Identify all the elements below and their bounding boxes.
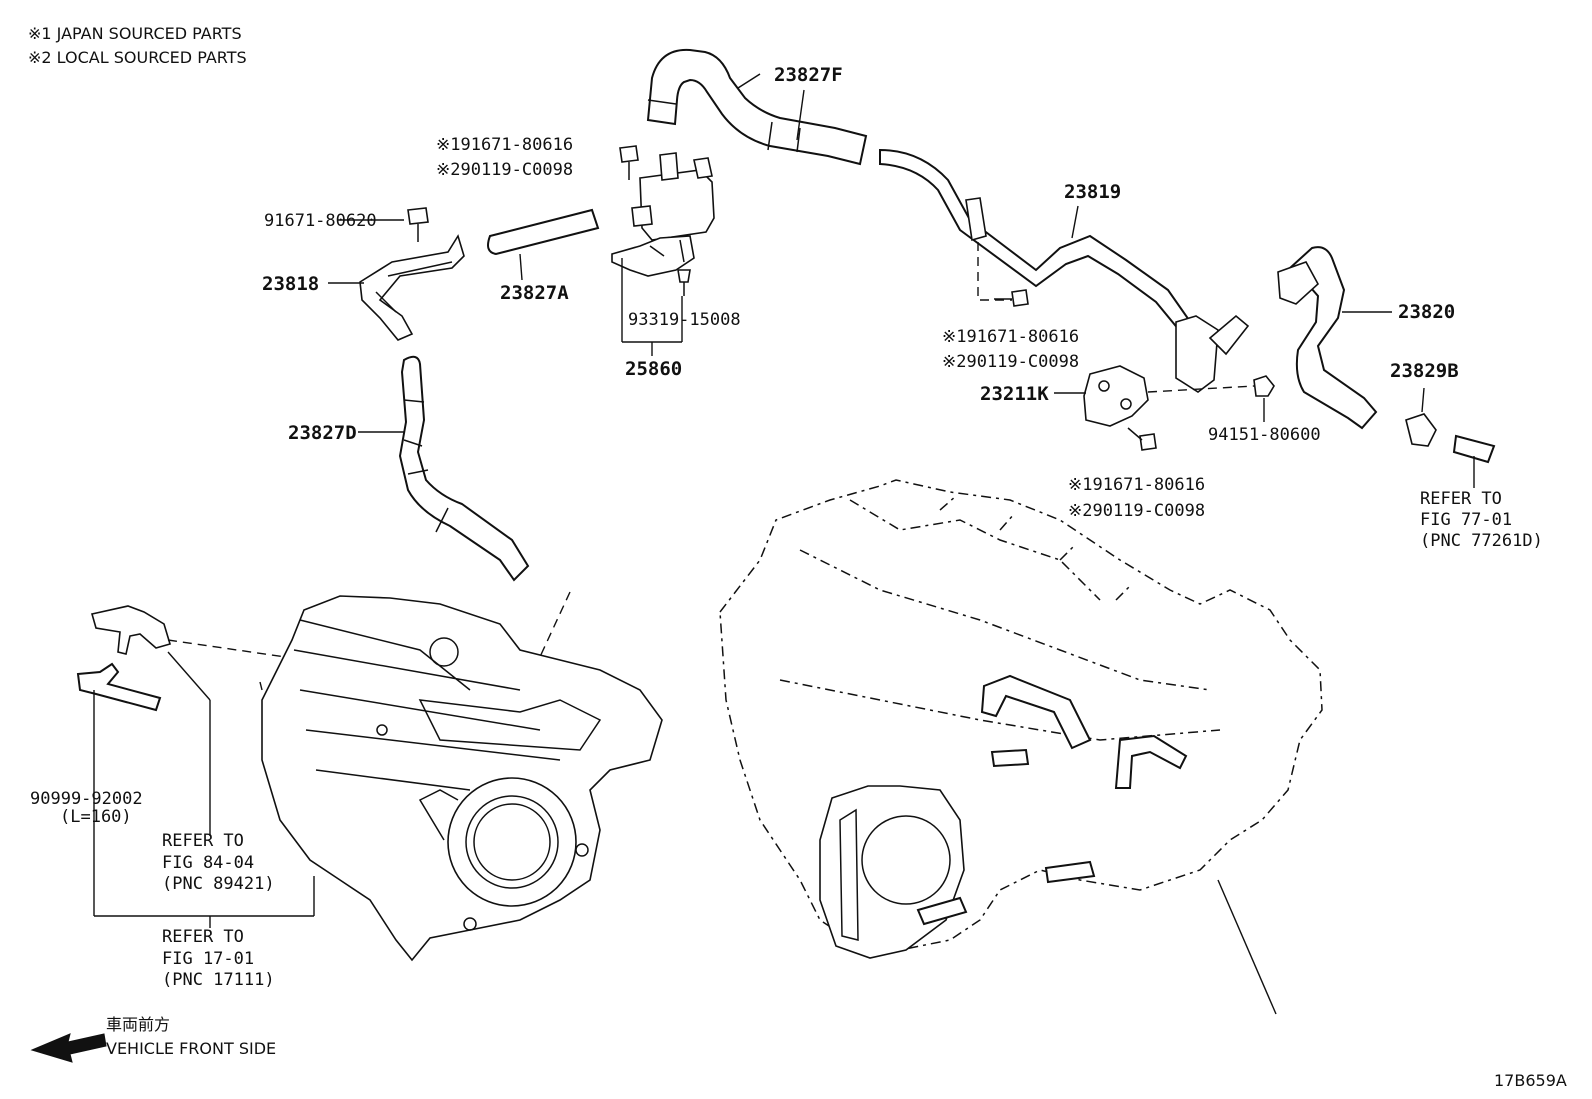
leader-23819 bbox=[1071, 205, 1079, 239]
label-90999-92002: 90999-92002 bbox=[30, 789, 143, 809]
label-23829b: 23829B bbox=[1390, 360, 1459, 382]
hose-23827a-drawing bbox=[487, 208, 600, 256]
label-23818: 23818 bbox=[262, 273, 319, 295]
leader-23829b bbox=[1421, 387, 1425, 413]
label-94151-80600: 94151-80600 bbox=[1208, 425, 1321, 445]
ref-17-line3: (PNC 17111) bbox=[162, 970, 275, 990]
label-23819: 23819 bbox=[1064, 181, 1121, 203]
label-bolt-b-japan: ※191671-80616 bbox=[942, 327, 1079, 347]
ref-17-line2: FIG 17-01 bbox=[162, 949, 254, 969]
label-23827a: 23827A bbox=[500, 282, 569, 304]
leader-sensor-a bbox=[167, 651, 211, 701]
label-bolt-c-japan: ※191671-80616 bbox=[1068, 475, 1205, 495]
label-93319-15008: 93319-15008 bbox=[628, 310, 741, 330]
ref-77-line2: FIG 77-01 bbox=[1420, 510, 1512, 530]
dash-link-23819-bolt bbox=[977, 242, 1012, 301]
pipe-23819-drawing bbox=[879, 148, 1250, 393]
intake-manifold-drawing bbox=[261, 595, 663, 962]
label-bolt-b-local: ※290119-C0098 bbox=[942, 352, 1079, 372]
label-bolt-a-local: ※290119-C0098 bbox=[436, 160, 573, 180]
label-23820: 23820 bbox=[1398, 301, 1455, 323]
leader-23827a bbox=[519, 253, 523, 281]
bracket-23818-drawing bbox=[359, 207, 465, 341]
figure-id: 17B659A bbox=[1494, 1071, 1567, 1090]
label-bolt-a-japan: ※191671-80616 bbox=[436, 135, 573, 155]
dash-manifold bbox=[259, 681, 263, 691]
nut-94151-drawing bbox=[1253, 375, 1275, 397]
label-90999-length: (L=160) bbox=[60, 807, 132, 827]
sensor-89421-drawing bbox=[76, 605, 171, 712]
bracket-23211k-drawing bbox=[1083, 365, 1157, 451]
label-91671-80620: 91671-80620 bbox=[264, 211, 377, 231]
label-23827d: 23827D bbox=[288, 422, 357, 444]
engine-assembly-drawing bbox=[719, 479, 1323, 959]
ref-77-line1: REFER TO bbox=[1420, 489, 1502, 509]
ref-84-line3: (PNC 89421) bbox=[162, 874, 275, 894]
ref-77-line3: (PNC 77261D) bbox=[1420, 531, 1543, 551]
label-25860: 25860 bbox=[625, 358, 682, 380]
front-direction-en: VEHICLE FRONT SIDE bbox=[106, 1039, 276, 1058]
hose-23827d-drawing bbox=[398, 355, 530, 582]
hose-23827f-drawing bbox=[646, 48, 868, 166]
front-direction-arrow-icon bbox=[30, 1033, 107, 1063]
hose-23820-drawing bbox=[1277, 246, 1378, 430]
note-japan-sourced: ※1 JAPAN SOURCED PARTS bbox=[28, 24, 242, 43]
label-bolt-c-local: ※290119-C0098 bbox=[1068, 501, 1205, 521]
ref-84-line2: FIG 84-04 bbox=[162, 853, 254, 873]
ref-17-line1: REFER TO bbox=[162, 927, 244, 947]
bolt-b-drawing bbox=[994, 289, 1029, 307]
clamp-23829b-drawing bbox=[1405, 413, 1437, 447]
hose-ref-77261d-drawing bbox=[1452, 434, 1496, 464]
label-23827f: 23827F bbox=[774, 64, 843, 86]
leader-engine bbox=[1217, 879, 1277, 1015]
front-direction-jp: 車両前方 bbox=[106, 1015, 170, 1034]
valve-25860-drawing bbox=[611, 145, 715, 296]
label-23211k: 23211K bbox=[980, 383, 1049, 405]
note-local-sourced: ※2 LOCAL SOURCED PARTS bbox=[28, 48, 247, 67]
dash-link-23211k-nut bbox=[1147, 385, 1255, 393]
ref-84-line1: REFER TO bbox=[162, 831, 244, 851]
leader-23827f bbox=[796, 89, 805, 141]
